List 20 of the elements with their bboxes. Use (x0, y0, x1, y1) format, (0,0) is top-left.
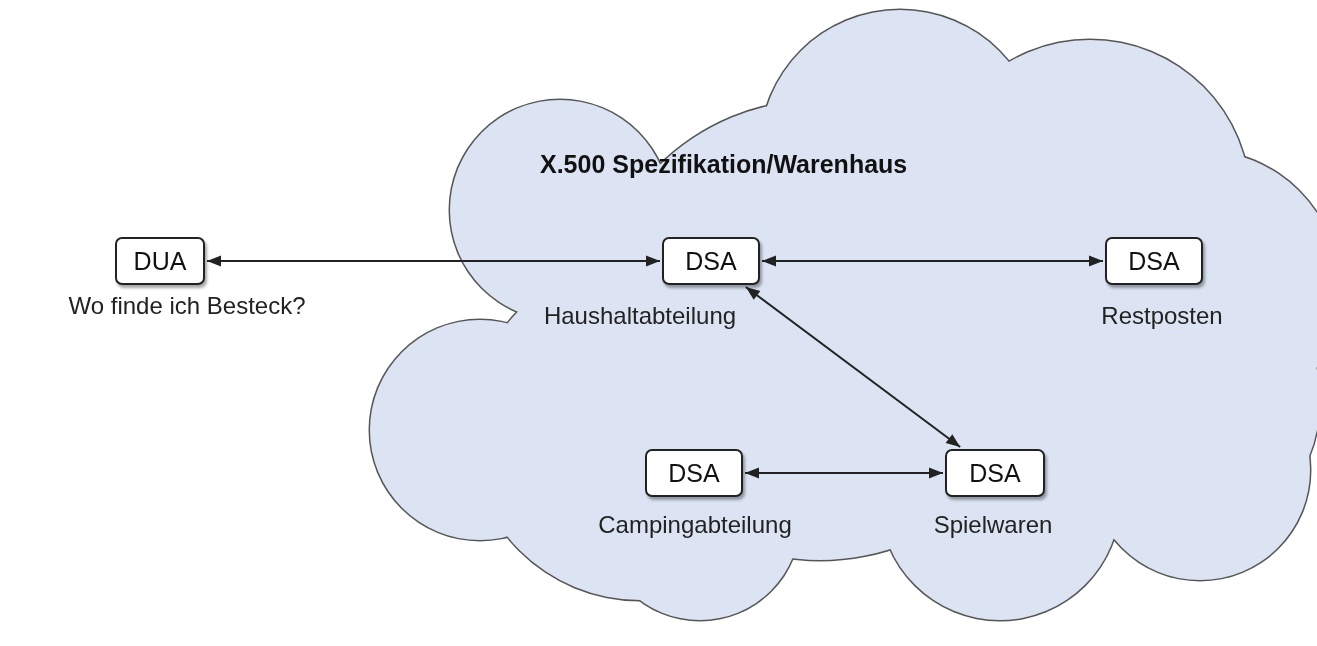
agent-label: DSA (685, 246, 737, 276)
cloud-heading: X.500 Spezifikation/Warenhaus (540, 150, 908, 179)
connector-arrow (206, 255, 661, 267)
agent-caption: Campingabteilung (598, 511, 792, 539)
agent-caption: Wo finde ich Besteck? (68, 292, 306, 320)
connector-arrow (761, 255, 1104, 267)
agent-label: DUA (133, 246, 187, 276)
agent-label: DSA (969, 458, 1021, 488)
agent-caption: Spielwaren (933, 511, 1053, 539)
agent-label: DSA (668, 458, 720, 488)
agent-box (115, 237, 205, 285)
agent-label: DSA (1128, 246, 1180, 276)
agent-box (662, 237, 760, 285)
agent-caption: Restposten (1101, 302, 1223, 330)
agent-box (1105, 237, 1203, 285)
agent-box (945, 449, 1045, 497)
connector-arrow (744, 286, 962, 448)
connector-arrow (744, 467, 944, 479)
agent-box (645, 449, 743, 497)
agent-caption: Haushaltabteilung (543, 302, 737, 330)
